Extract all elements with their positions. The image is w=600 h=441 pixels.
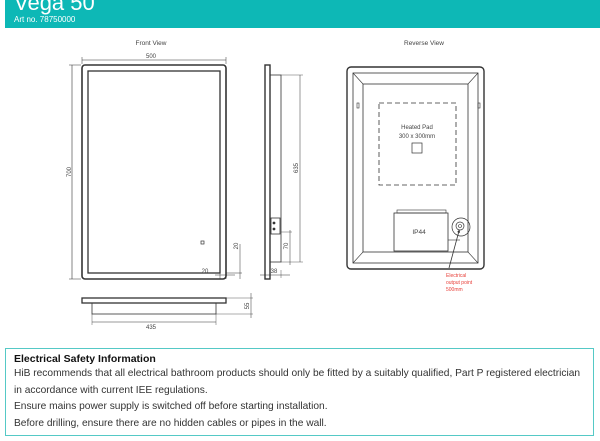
- heated-pad-area: [378, 102, 457, 186]
- reverse-view: Reverse View Heated Pad 300 x 300mm IP44…: [346, 40, 485, 293]
- safety-line: Before drilling, ensure there are no hid…: [14, 417, 327, 429]
- height-dimension: 700: [67, 166, 73, 177]
- electrical-safety-box: Electrical Safety Information HiB recomm…: [5, 348, 594, 436]
- callout-line-2: output point: [446, 280, 473, 286]
- socket-box: [270, 217, 281, 235]
- bottom-view: 435 55: [81, 293, 253, 331]
- hanging-bracket-left: [356, 102, 360, 109]
- mirror-outer-frame: [81, 64, 227, 280]
- bottom-depth-dimension: 55: [245, 302, 251, 309]
- safety-line: HiB recommends that all electrical bathr…: [14, 368, 581, 379]
- front-view-label: Front View: [136, 40, 167, 47]
- depth-dimension: 38: [271, 269, 278, 275]
- reverse-outer-frame: [346, 66, 485, 270]
- bottom-body: [91, 302, 217, 315]
- product-title: Vega 50: [14, 0, 95, 15]
- heated-pad-title: Heated Pad: [401, 125, 433, 131]
- side-view: 635 70 38: [260, 64, 303, 280]
- width-dimension: 500: [146, 54, 157, 60]
- button-vertical-offset: 20: [234, 242, 240, 249]
- title-banner: Vega 50 Art no. 78750000: [5, 0, 600, 28]
- callout-line-1: Electrical: [446, 273, 466, 279]
- ip44-label: IP44: [412, 229, 426, 236]
- socket-offset-dimension: 70: [284, 242, 290, 249]
- safety-title: Electrical Safety Information: [14, 353, 156, 365]
- technical-drawing: Front View 500 700 20 20 635 70 38: [67, 40, 485, 331]
- side-glass: [264, 64, 271, 280]
- electrical-outlet-icon: [451, 217, 471, 237]
- heated-pad-size: 300 x 300mm: [399, 134, 435, 140]
- safety-line: Ensure mains power supply is switched of…: [14, 401, 328, 412]
- bottom-width-dimension: 435: [146, 325, 157, 331]
- safety-line: in accordance with current IEE regulatio…: [14, 384, 208, 396]
- button-horizontal-offset: 20: [202, 269, 209, 275]
- callout-line-3: 500mm: [446, 287, 463, 293]
- ip44-driver-box: [393, 212, 449, 252]
- mirror-glass: [87, 70, 221, 274]
- bottom-glass: [81, 297, 227, 304]
- front-view: Front View 500 700 20 20: [67, 40, 242, 280]
- side-height-dimension: 635: [294, 162, 300, 173]
- article-number: Art no. 78750000: [14, 15, 76, 24]
- hanging-bracket-right: [477, 102, 481, 109]
- side-body: [269, 74, 282, 263]
- touch-button-icon: [200, 240, 205, 245]
- reverse-view-label: Reverse View: [404, 40, 444, 47]
